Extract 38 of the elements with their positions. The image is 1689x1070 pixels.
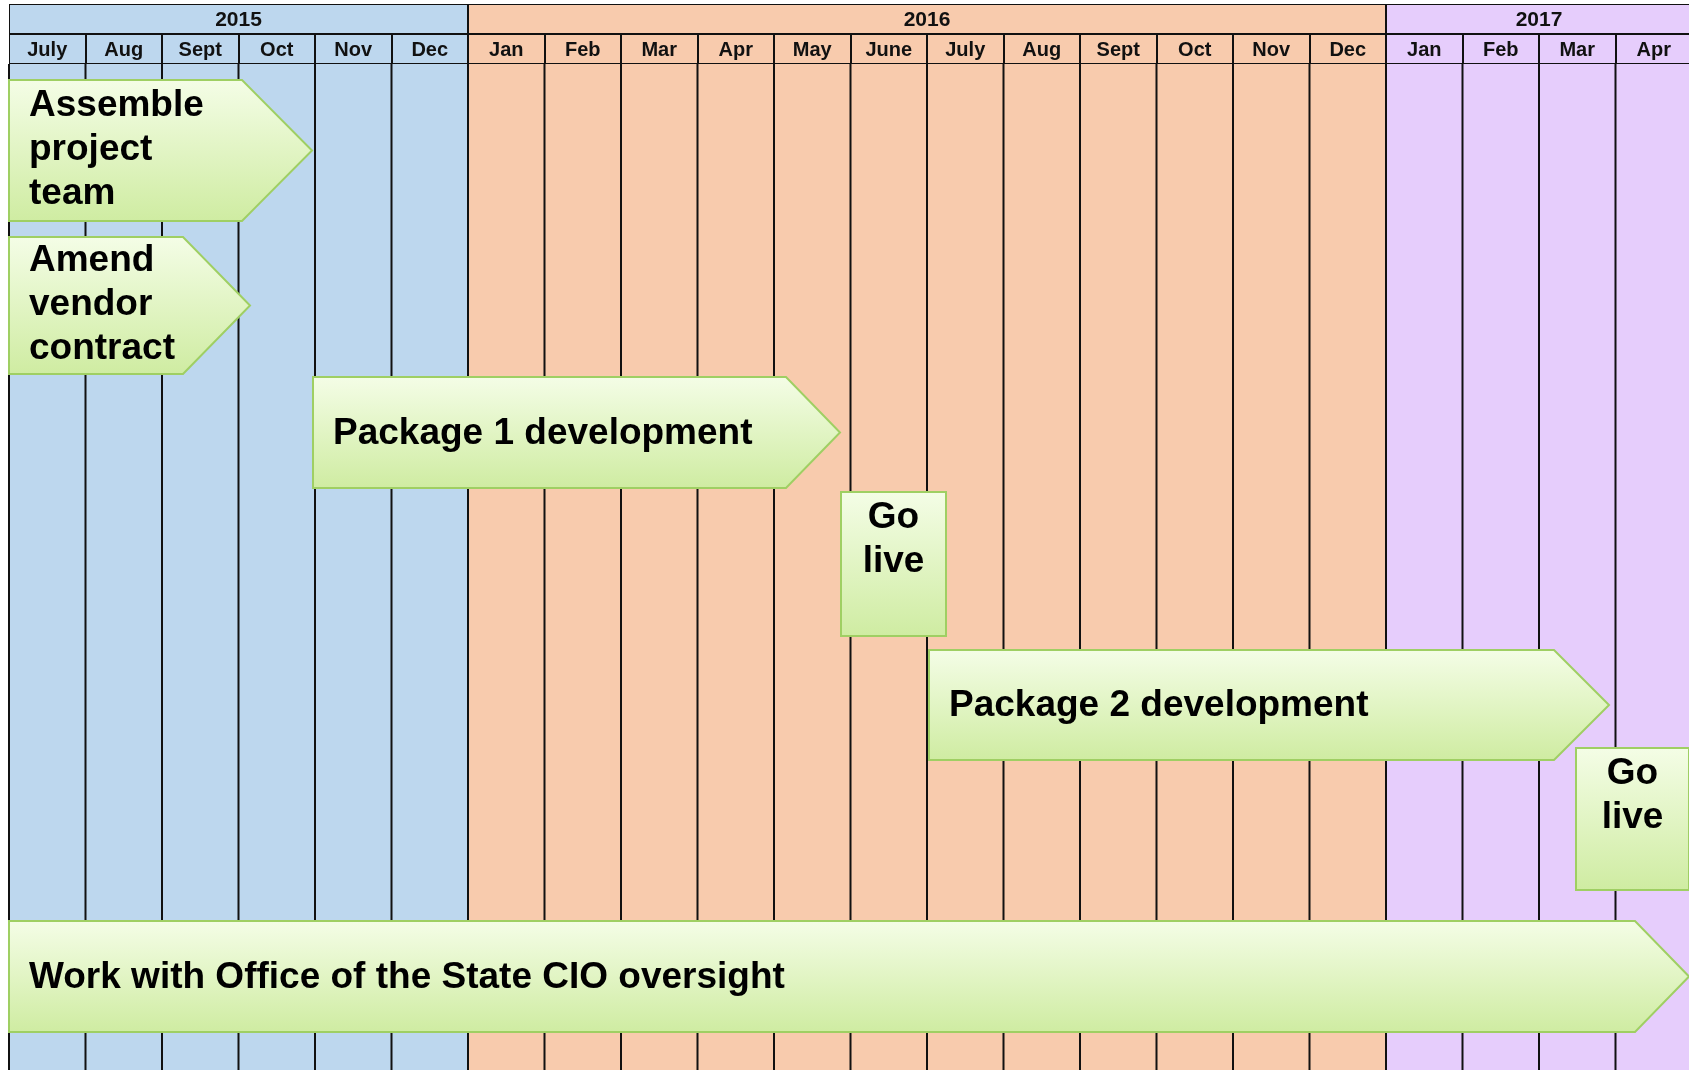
- milestone-label: Go live: [861, 494, 926, 582]
- month-header: Dec: [391, 34, 468, 64]
- year-header: 2016: [468, 4, 1386, 34]
- year-header: 2015: [9, 4, 468, 34]
- month-header: Apr: [1615, 34, 1689, 64]
- task-label: Work with Office of the State CIO oversight: [29, 954, 786, 998]
- month-header: Feb: [544, 34, 621, 64]
- month-header: Aug: [1003, 34, 1080, 64]
- month-header: Jan: [1386, 34, 1463, 64]
- month-header: Sept: [1080, 34, 1157, 64]
- month-header: Dec: [1309, 34, 1386, 64]
- milestone-box: [1576, 748, 1689, 890]
- month-header: Feb: [1462, 34, 1539, 64]
- task-label: Package 1 development: [333, 410, 754, 454]
- month-header: Mar: [1539, 34, 1616, 64]
- month-header: Oct: [238, 34, 315, 64]
- month-header: Oct: [1156, 34, 1233, 64]
- task-label: Assemble project team: [29, 82, 205, 214]
- task-bar: [929, 650, 1609, 760]
- task-bar: [313, 377, 840, 488]
- task-bar: [9, 921, 1689, 1032]
- month-header: June: [850, 34, 927, 64]
- month-header: Apr: [697, 34, 774, 64]
- month-header: Aug: [85, 34, 162, 64]
- month-header: July: [927, 34, 1004, 64]
- month-header: Jan: [468, 34, 545, 64]
- milestone-label: Go live: [1600, 750, 1665, 838]
- month-header: Mar: [621, 34, 698, 64]
- task-label: Amend vendor contract: [29, 237, 176, 369]
- year-header: 2017: [1386, 4, 1689, 34]
- milestone-box: [841, 492, 946, 636]
- month-header: Nov: [1233, 34, 1310, 64]
- month-header: May: [774, 34, 851, 64]
- month-header: Sept: [162, 34, 239, 64]
- task-bar: [9, 237, 250, 374]
- month-header: Nov: [315, 34, 392, 64]
- task-label: Package 2 development: [949, 682, 1370, 726]
- month-header: July: [9, 34, 86, 64]
